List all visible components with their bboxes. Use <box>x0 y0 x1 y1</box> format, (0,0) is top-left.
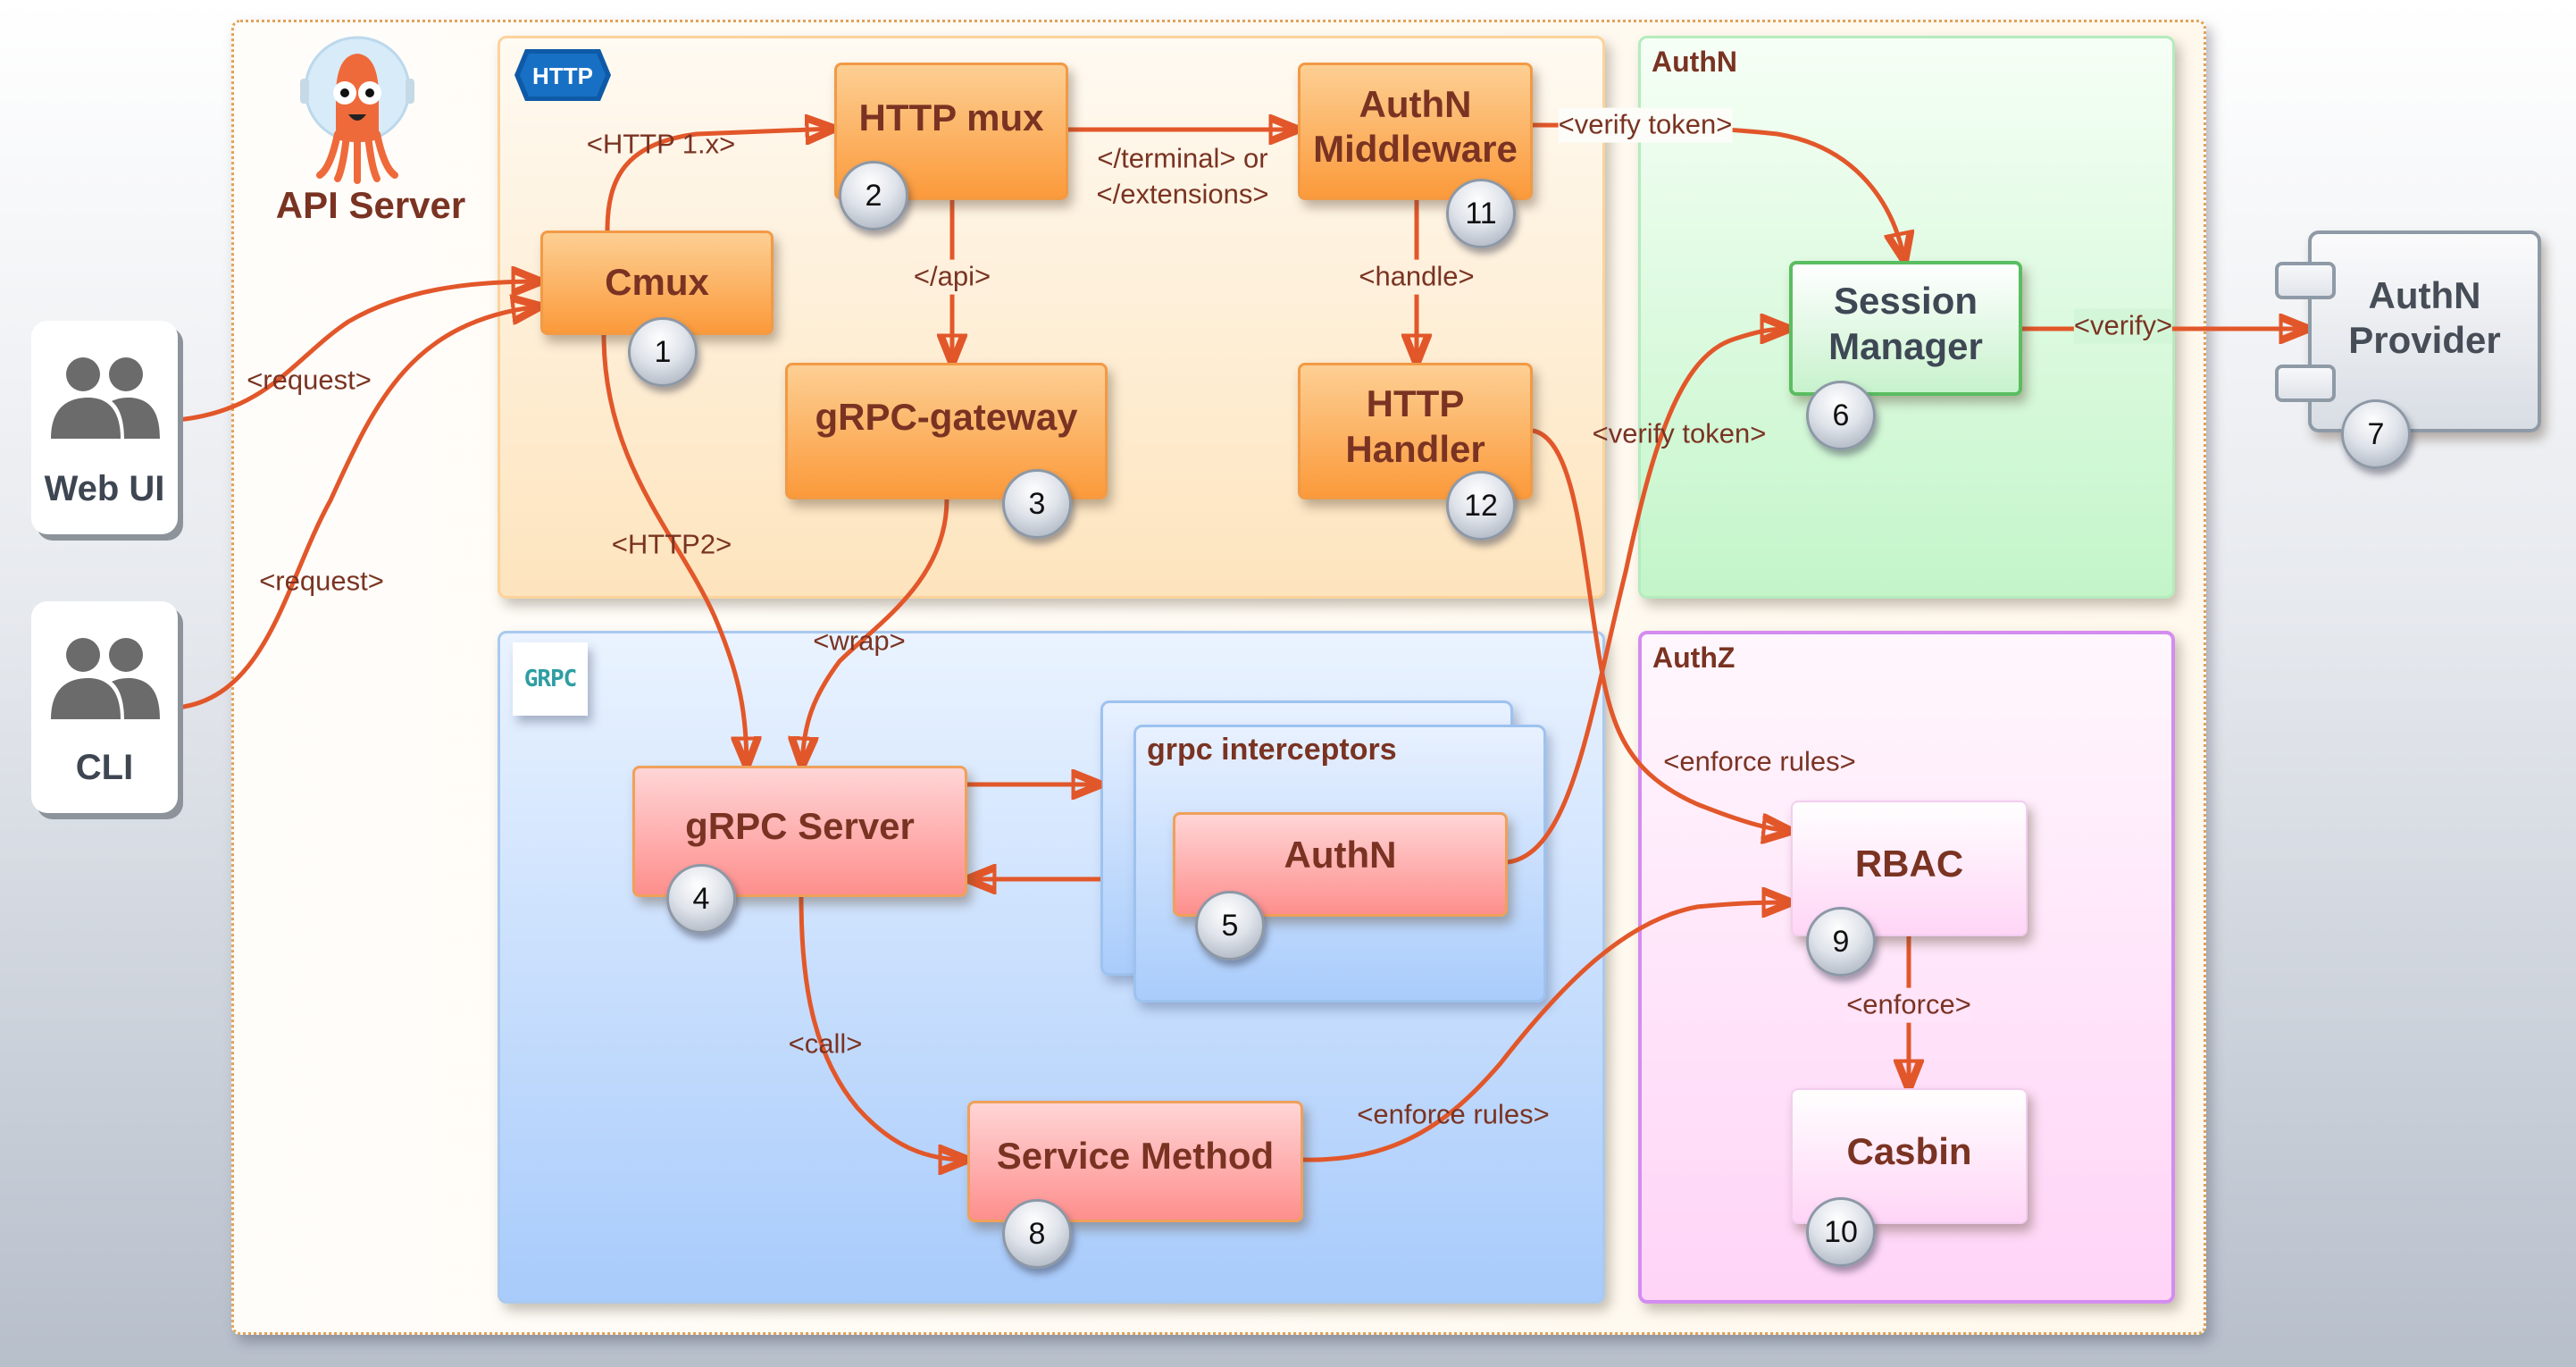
step-badge-4: 4 <box>666 864 736 934</box>
node-session-manager-label-1: Session <box>1833 280 1978 323</box>
edge-label-enforce-rules-method: <enforce rules> <box>1357 1098 1550 1130</box>
node-rbac-label: RBAC <box>1854 842 1964 885</box>
node-authn-provider[interactable]: AuthN Provider <box>2308 231 2541 432</box>
node-authn-middleware[interactable]: AuthN Middleware <box>1298 63 1533 200</box>
step-badge-5: 5 <box>1195 891 1265 960</box>
step-badge-9: 9 <box>1806 907 1876 977</box>
edge-label-enforce-rules-handler: <enforce rules> <box>1663 745 1856 777</box>
users-icon <box>51 357 160 439</box>
step-badge-10: 10 <box>1806 1197 1876 1267</box>
interceptors-title: grpc interceptors <box>1147 733 1397 767</box>
step-badge-6: 6 <box>1806 381 1876 450</box>
edge-label-http1: <HTTP 1.x> <box>586 128 736 160</box>
step-badge-1: 1 <box>628 317 698 387</box>
node-authn-middleware-label-2: Middleware <box>1313 128 1518 170</box>
step-badge-8: 8 <box>1002 1199 1072 1269</box>
node-cmux-label: Cmux <box>605 261 709 304</box>
node-http-mux-label: HTTP mux <box>858 96 1044 138</box>
step-badge-2: 2 <box>839 161 908 231</box>
edge-label-api: </api> <box>913 259 991 295</box>
edge-label-webui-request: <request> <box>247 364 372 396</box>
component-port-bottom <box>2275 365 2336 402</box>
node-grpc-gateway[interactable]: gRPC-gateway <box>785 363 1108 499</box>
edge-label-call: <call> <box>788 1027 863 1060</box>
step-badge-11: 11 <box>1446 179 1516 248</box>
edge-label-verify-token-mw: <verify token> <box>1558 107 1733 143</box>
node-http-handler[interactable]: HTTP Handler <box>1298 363 1533 499</box>
node-http-handler-label-1: HTTP <box>1366 382 1465 425</box>
node-service-method-label: Service Method <box>996 1134 1275 1177</box>
svg-text:HTTP: HTTP <box>532 63 593 89</box>
node-grpc-gateway-label: gRPC-gateway <box>815 396 1078 439</box>
node-casbin-label: Casbin <box>1846 1129 1972 1172</box>
edge-label-verify: <verify> <box>2073 308 2173 344</box>
node-http-handler-label-2: Handler <box>1345 427 1485 470</box>
edge-label-extensions: </extensions> <box>1096 178 1269 210</box>
node-session-manager[interactable]: Session Manager <box>1789 261 2022 396</box>
edge-label-terminal: </terminal> or <box>1097 142 1268 174</box>
edge-label-enforce: <enforce> <box>1846 987 1971 1023</box>
step-badge-12: 12 <box>1446 471 1516 541</box>
argo-mascot-icon <box>300 36 414 184</box>
authn-panel-title: AuthN <box>1652 46 1737 78</box>
edge-label-wrap: <wrap> <box>813 625 906 657</box>
node-interceptor-authn-label: AuthN <box>1284 834 1397 876</box>
node-authn-middleware-label-1: AuthN <box>1359 82 1472 125</box>
node-interceptor-authn[interactable]: AuthN <box>1173 812 1508 917</box>
client-web-ui-label: Web UI <box>44 469 165 508</box>
users-icon <box>51 638 160 719</box>
http-badge-icon: HTTP <box>514 49 611 101</box>
edge-label-http2: <HTTP2> <box>611 528 732 560</box>
node-session-manager-label-2: Manager <box>1828 324 1983 367</box>
client-cli[interactable]: CLI <box>31 601 178 813</box>
client-cli-label: CLI <box>75 748 134 787</box>
authz-panel-title: AuthZ <box>1652 642 1735 674</box>
step-badge-3: 3 <box>1002 469 1072 539</box>
edge-label-handle: <handle> <box>1359 259 1475 295</box>
step-badge-7: 7 <box>2341 399 2411 469</box>
component-port-top <box>2275 262 2336 299</box>
node-grpc-server-label: gRPC Server <box>685 805 915 848</box>
edge-label-cli-request: <request> <box>259 565 384 597</box>
edge-label-verify-token-grpc: <verify token> <box>1592 417 1767 449</box>
api-server-title: API Server <box>275 184 466 226</box>
grpc-logo-icon: GRPC <box>513 642 588 716</box>
node-authn-provider-label-2: Provider <box>2348 319 2501 361</box>
node-rbac[interactable]: RBAC <box>1791 801 2028 936</box>
node-authn-provider-label-1: AuthN <box>2368 273 2481 316</box>
client-web-ui[interactable]: Web UI <box>31 321 178 534</box>
